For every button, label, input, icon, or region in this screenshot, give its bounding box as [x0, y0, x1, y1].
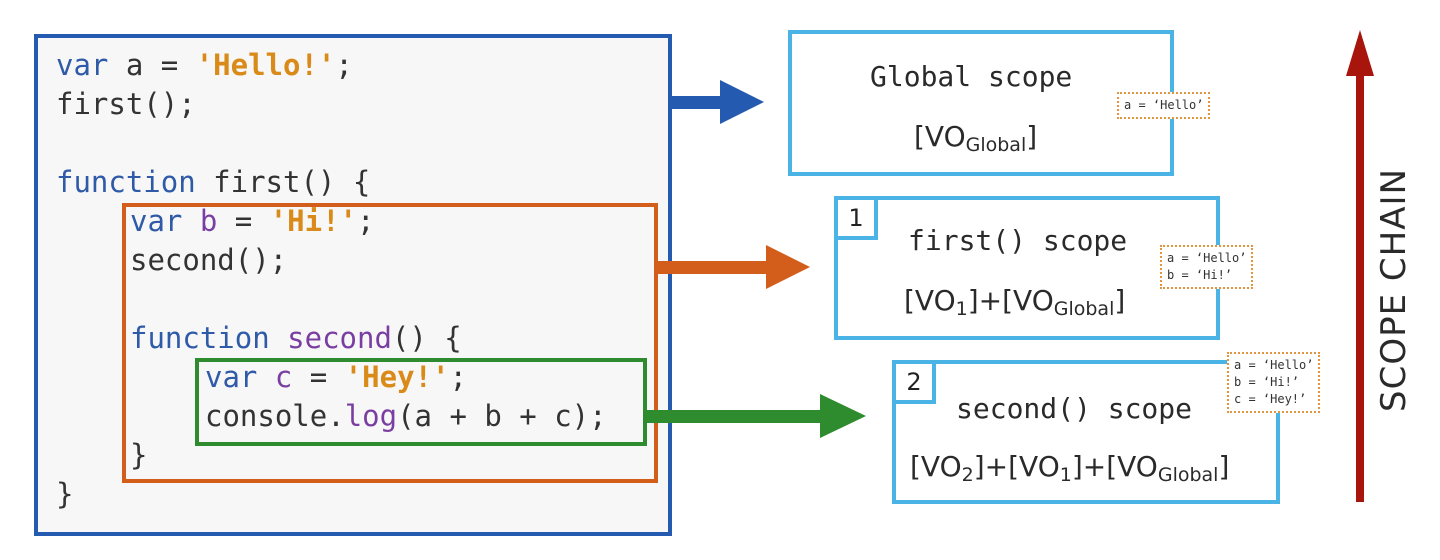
code-line-10: }	[56, 477, 74, 511]
code-line-5: second();	[130, 243, 288, 277]
code-line-4: var b = 'Hi!';	[130, 204, 375, 238]
code-line-6: function second() {	[130, 321, 462, 355]
second-arrow	[645, 394, 866, 438]
global-variables-note: a = ‘Hello’	[1117, 92, 1211, 119]
first-scope-title: first() scope	[908, 224, 1128, 257]
second-scope-box: 2 second() scope [VO2]+[VO1]+[VOGlobal]	[892, 360, 1280, 504]
global-scope-title: Global scope	[870, 60, 1073, 93]
first-scope-badge: 1	[834, 196, 878, 240]
code-line-9: }	[130, 438, 148, 472]
second-scope-badge: 2	[892, 360, 936, 404]
code-line-8: console.log(a + b + c);	[205, 399, 607, 433]
global-scope-box: Global scope [VOGlobal]	[788, 30, 1174, 176]
first-variables-note: a = ‘Hello’ b = ‘Hi!’	[1160, 245, 1254, 289]
code-line-3: function first() {	[56, 165, 371, 199]
global-scope-vo: [VOGlobal]	[914, 120, 1038, 156]
first-scope-vo: [VO1]+[VOGlobal]	[904, 284, 1126, 320]
code-line-7: var c = 'Hey!';	[205, 360, 467, 394]
code-line-1: var a = 'Hello!';	[56, 48, 353, 82]
code-panel	[34, 34, 672, 536]
scope-chain-label: SCOPE CHAIN	[1374, 168, 1414, 412]
global-arrow	[668, 80, 764, 124]
first-arrow	[658, 245, 810, 289]
second-scope-vo: [VO2]+[VO1]+[VOGlobal]	[910, 450, 1230, 486]
first-scope-box: 1 first() scope [VO1]+[VOGlobal]	[834, 196, 1220, 340]
scope-chain-arrow	[1346, 30, 1374, 502]
second-variables-note: a = ‘Hello’ b = ‘Hi!’ c = ‘Hey!’	[1227, 352, 1321, 413]
second-scope-title: second() scope	[956, 392, 1193, 425]
second-function-outline	[195, 358, 647, 446]
first-function-outline	[122, 203, 658, 483]
code-line-2: first();	[56, 87, 196, 121]
